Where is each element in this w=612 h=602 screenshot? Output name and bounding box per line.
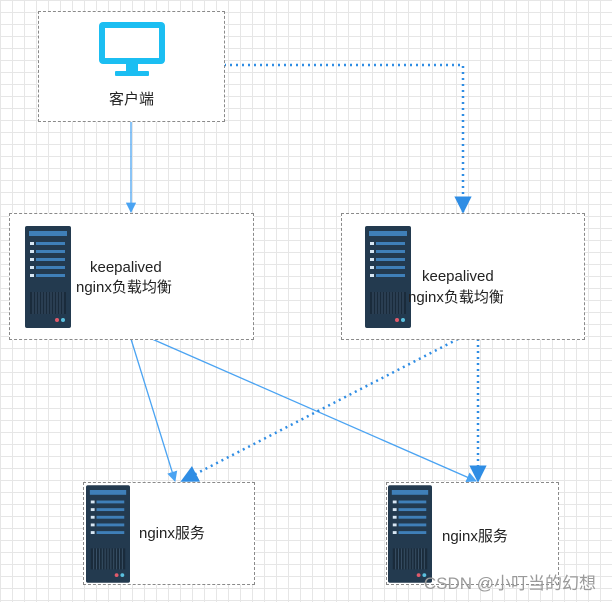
lb-backup-node[interactable]: keepalived nginx负载均衡 (341, 213, 585, 340)
client-node[interactable]: 客户端 (38, 11, 225, 122)
lb-primary-line1: keepalived (90, 259, 162, 276)
lb-primary-line2: nginx负载均衡 (76, 279, 172, 296)
edge-client-to-backup-lb (224, 63, 472, 214)
monitor-icon (99, 22, 165, 76)
server-icon (365, 226, 411, 328)
client-label: 客户端 (108, 91, 154, 108)
edge-backup-lb-to-left-service (180, 337, 459, 483)
watermark: CSDN @小叮当的幻想 (423, 574, 596, 593)
server-icon (25, 226, 71, 328)
service-left-label: nginx服务 (139, 525, 205, 542)
edge-primary-lb-to-right-service (151, 338, 477, 483)
lb-primary-node[interactable]: keepalived nginx负载均衡 (9, 213, 254, 340)
server-icon (388, 485, 432, 583)
service-right-label: nginx服务 (442, 528, 508, 545)
service-right-node[interactable]: nginx服务 (386, 482, 559, 585)
lb-backup-line1: keepalived (422, 268, 494, 285)
server-icon (86, 485, 130, 583)
lb-backup-line2: nginx负载均衡 (408, 289, 504, 306)
service-left-node[interactable]: nginx服务 (83, 482, 255, 585)
edge-primary-lb-to-left-service (130, 338, 178, 482)
